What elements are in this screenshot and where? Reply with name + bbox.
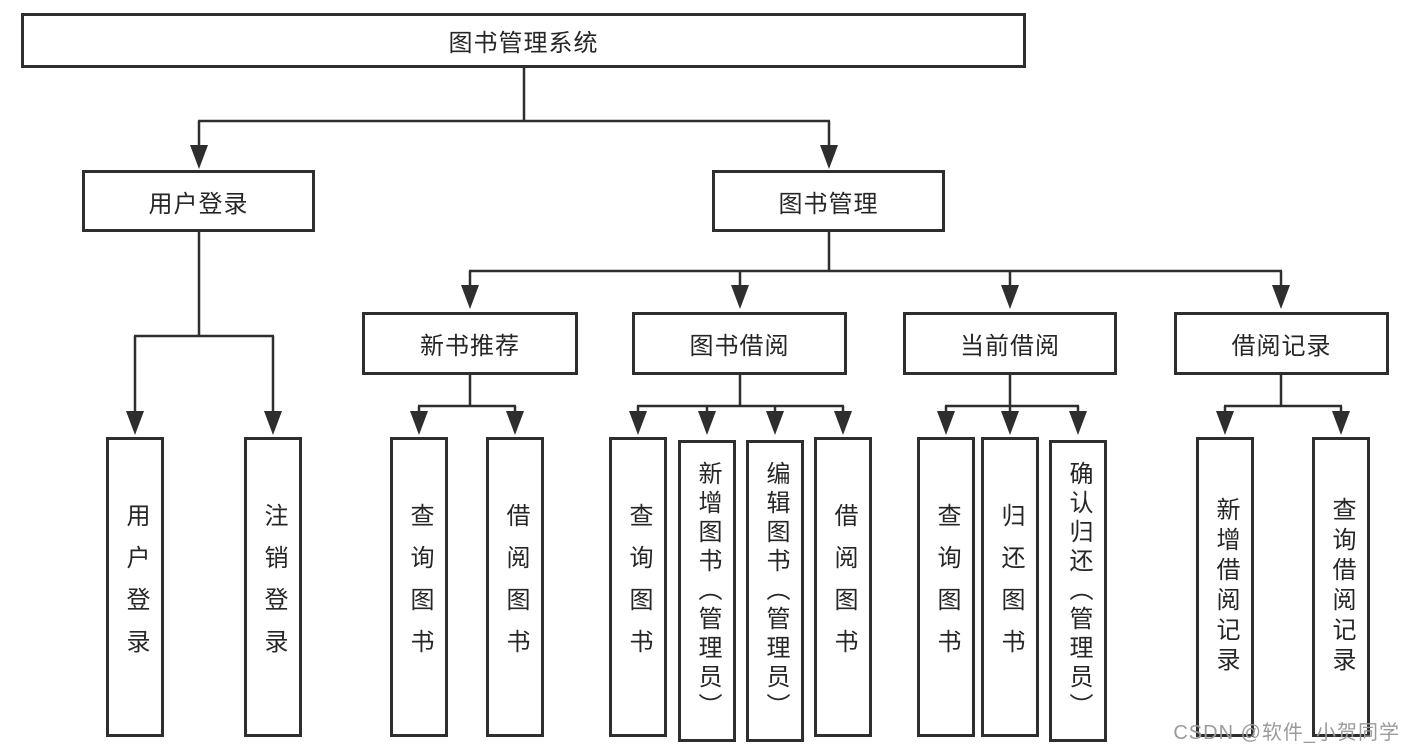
node-label: 查询图书 (406, 503, 433, 671)
node-label: 图书管理 (778, 190, 879, 218)
node-borrow-records: 借阅记录 (1174, 312, 1389, 375)
node-label: 编辑图书（管理员） (762, 460, 789, 722)
leaf-query-books-current: 查询图书 (917, 437, 975, 737)
leaf-query-books-recommend: 查询图书 (390, 437, 448, 737)
node-label: 归还图书 (997, 503, 1024, 671)
node-label: 借阅图书 (830, 503, 857, 671)
node-label: 借阅记录 (1231, 333, 1332, 360)
leaf-add-borrow-record: 新增借阅记录 (1196, 437, 1254, 737)
leaf-query-borrow-record: 查询借阅记录 (1312, 437, 1370, 737)
node-book-management: 图书管理 (712, 170, 945, 232)
leaf-query-books-borrowing: 查询图书 (609, 437, 667, 737)
leaf-borrow-books-recommend: 借阅图书 (486, 437, 544, 737)
node-root-library-system: 图书管理系统 (21, 13, 1026, 68)
node-book-borrowing: 图书借阅 (632, 312, 847, 375)
node-new-book-recommend: 新书推荐 (362, 312, 578, 375)
node-label: 新书推荐 (420, 333, 520, 360)
node-label: 查询借阅记录 (1328, 497, 1355, 677)
node-label: 查询图书 (625, 503, 652, 671)
node-label: 借阅图书 (502, 503, 529, 671)
node-label: 用户登录 (148, 190, 249, 218)
leaf-return-book: 归还图书 (981, 437, 1039, 737)
watermark: CSDN @软件_小贺同学 (1173, 722, 1400, 744)
node-user-login-branch: 用户登录 (82, 170, 315, 232)
leaf-borrow-books-borrowing: 借阅图书 (814, 437, 872, 737)
connector-lines (133, 68, 1343, 413)
node-label: 用户登录 (122, 503, 149, 671)
node-label: 新增借阅记录 (1212, 497, 1239, 677)
arrow-down-icons (126, 145, 1350, 435)
node-label: 图书借阅 (689, 333, 790, 360)
node-current-borrowing: 当前借阅 (903, 312, 1117, 375)
leaf-user-login: 用户登录 (106, 437, 164, 737)
node-label: 查询图书 (933, 503, 960, 671)
node-label: 新增图书（管理员） (694, 460, 721, 722)
leaf-add-book-admin: 新增图书（管理员） (678, 440, 736, 742)
node-label: 注销登录 (260, 503, 287, 671)
node-label: 确认归还（管理员） (1065, 460, 1092, 722)
leaf-edit-book-admin: 编辑图书（管理员） (746, 440, 804, 742)
node-label: 图书管理系统 (448, 30, 599, 57)
leaf-confirm-return-admin: 确认归还（管理员） (1049, 440, 1107, 742)
leaf-logout-login: 注销登录 (244, 437, 302, 737)
node-label: 当前借阅 (960, 333, 1060, 360)
